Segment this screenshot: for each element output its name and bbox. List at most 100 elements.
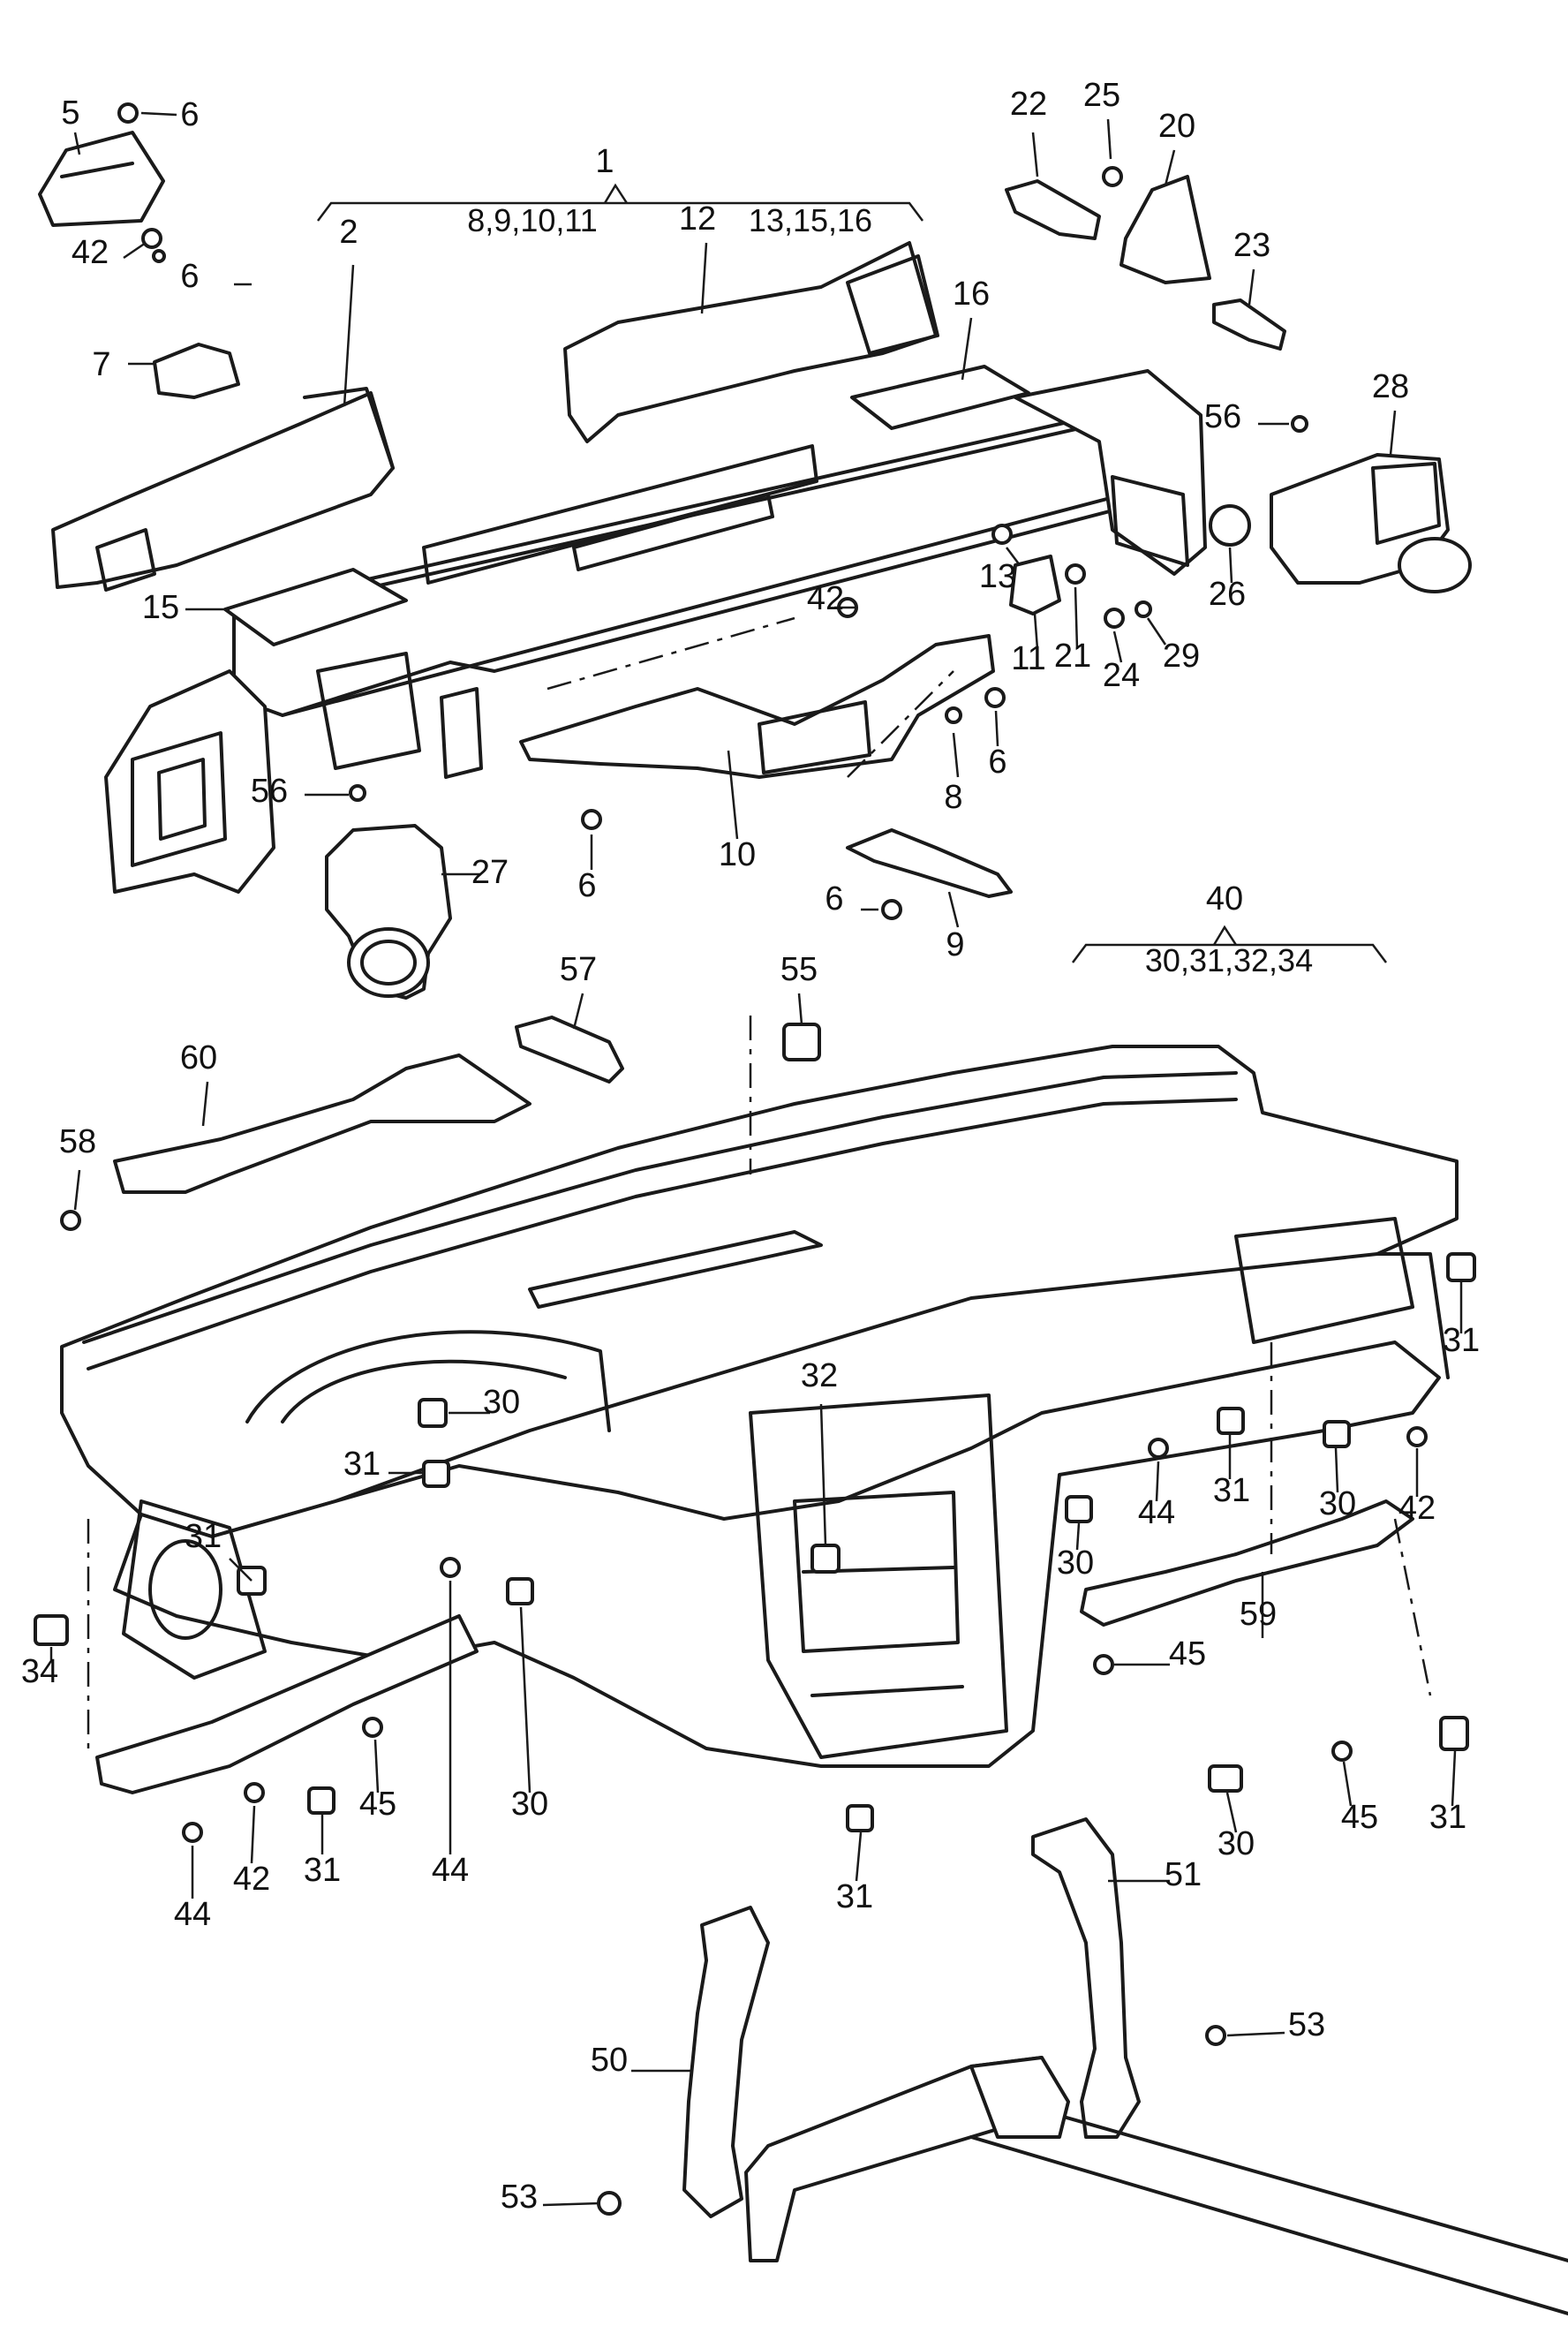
bracket-group-label: 13,15,16 bbox=[749, 202, 872, 238]
leader-line-30 bbox=[1075, 1522, 1081, 1551]
group-brackets bbox=[317, 183, 1387, 963]
callout-31: 31 bbox=[1443, 1322, 1480, 1359]
bracket-group-labels: 8,9,10,11 13,15,16 30,31,32,34 bbox=[467, 202, 1313, 978]
leader-line-45 bbox=[1342, 1761, 1353, 1807]
leader-line-30 bbox=[1225, 1792, 1238, 1833]
leader-line-32 bbox=[819, 1403, 827, 1546]
callout-20: 20 bbox=[1158, 108, 1195, 145]
callout-9: 9 bbox=[946, 926, 964, 963]
leader-line-11 bbox=[1033, 613, 1039, 650]
leader-line-30 bbox=[519, 1606, 531, 1794]
callout-5: 5 bbox=[61, 94, 79, 132]
alignment-lines bbox=[87, 616, 1432, 1757]
callout-32: 32 bbox=[801, 1357, 838, 1394]
callout-leader-lines bbox=[49, 111, 1463, 2207]
callout-31: 31 bbox=[185, 1518, 222, 1555]
callout-10: 10 bbox=[719, 836, 756, 873]
leader-line-53 bbox=[542, 2201, 601, 2207]
callout-55: 55 bbox=[780, 951, 818, 988]
leader-line-8 bbox=[952, 732, 960, 778]
leader-line-58 bbox=[73, 1169, 81, 1211]
leader-line-53 bbox=[1226, 2031, 1285, 2037]
callout-42: 42 bbox=[233, 1861, 270, 1898]
leader-line-42 bbox=[250, 1805, 256, 1864]
leader-line-23 bbox=[1248, 268, 1255, 306]
leader-line-44 bbox=[1155, 1461, 1160, 1502]
leader-line-2 bbox=[343, 264, 355, 407]
callout-28: 28 bbox=[1372, 368, 1409, 405]
callout-57: 57 bbox=[560, 951, 597, 988]
leader-line-21 bbox=[1074, 586, 1079, 650]
callout-30: 30 bbox=[483, 1384, 520, 1421]
leader-line-57 bbox=[572, 993, 584, 1030]
callout-45: 45 bbox=[359, 1786, 396, 1823]
callout-40: 40 bbox=[1206, 880, 1243, 918]
callout-31: 31 bbox=[1429, 1799, 1466, 1836]
callout-6: 6 bbox=[180, 96, 199, 133]
callout-11: 11 bbox=[1011, 640, 1045, 677]
callout-7: 7 bbox=[92, 346, 110, 383]
callout-27: 27 bbox=[471, 854, 509, 891]
callout-24: 24 bbox=[1103, 657, 1140, 694]
fasteners-upper bbox=[117, 102, 1308, 920]
dashboard-panel bbox=[60, 1045, 1459, 1794]
callout-42: 42 bbox=[807, 580, 844, 617]
leader-line-30 bbox=[1334, 1447, 1339, 1493]
callout-26: 26 bbox=[1209, 576, 1246, 613]
cross-member-assembly bbox=[38, 131, 1472, 1000]
callout-60: 60 bbox=[180, 1039, 217, 1076]
leader-line-25 bbox=[1106, 118, 1112, 160]
callout-29: 29 bbox=[1163, 638, 1200, 675]
leader-line-26 bbox=[1228, 547, 1233, 584]
callout-25: 25 bbox=[1083, 77, 1120, 114]
leader-line-29 bbox=[1146, 617, 1167, 646]
leader-line-45 bbox=[373, 1739, 380, 1794]
callout-44: 44 bbox=[432, 1852, 469, 1889]
callout-56: 56 bbox=[1204, 398, 1241, 435]
leader-line-22 bbox=[1031, 132, 1039, 177]
leader-line-13 bbox=[1006, 547, 1021, 566]
leader-line-28 bbox=[1389, 410, 1397, 456]
leader-line-31 bbox=[855, 1831, 863, 1882]
callout-53: 53 bbox=[501, 2179, 538, 2216]
callout-6: 6 bbox=[988, 744, 1006, 781]
callout-50: 50 bbox=[591, 2042, 628, 2079]
callout-30: 30 bbox=[511, 1786, 548, 1823]
leader-line-31 bbox=[229, 1558, 253, 1582]
callout-21: 21 bbox=[1054, 638, 1091, 675]
callout-51: 51 bbox=[1165, 1856, 1202, 1893]
leader-line-10 bbox=[727, 750, 739, 840]
bracket-group-label: 30,31,32,34 bbox=[1145, 942, 1313, 978]
callout-30: 30 bbox=[1217, 1825, 1255, 1862]
callout-42: 42 bbox=[72, 234, 109, 271]
leader-line-55 bbox=[797, 993, 803, 1025]
callout-31: 31 bbox=[836, 1878, 873, 1915]
callout-6: 6 bbox=[825, 880, 843, 918]
leader-line-16 bbox=[961, 317, 973, 381]
callout-23: 23 bbox=[1233, 227, 1270, 264]
leader-line-9 bbox=[947, 891, 960, 928]
leader-line-6 bbox=[994, 710, 999, 747]
callout-56: 56 bbox=[251, 773, 288, 810]
leader-line-5 bbox=[73, 132, 81, 155]
callout-42: 42 bbox=[1398, 1490, 1436, 1527]
bracket-group-label: 8,9,10,11 bbox=[467, 202, 597, 238]
callout-31: 31 bbox=[343, 1446, 381, 1483]
callout-22: 22 bbox=[1010, 86, 1047, 123]
callout-1: 1 bbox=[595, 143, 614, 180]
leader-line-20 bbox=[1164, 149, 1176, 186]
leader-line-24 bbox=[1112, 631, 1123, 663]
callout-44: 44 bbox=[174, 1896, 211, 1933]
callout-8: 8 bbox=[944, 779, 962, 816]
callout-58: 58 bbox=[59, 1123, 96, 1160]
callout-12: 12 bbox=[679, 200, 716, 238]
callout-44: 44 bbox=[1138, 1494, 1175, 1531]
callout-6: 6 bbox=[577, 867, 596, 904]
leader-line-42 bbox=[123, 241, 147, 260]
callout-13: 13 bbox=[979, 558, 1016, 595]
leader-line-31 bbox=[1451, 1750, 1457, 1807]
callout-45: 45 bbox=[1169, 1635, 1206, 1673]
callout-45: 45 bbox=[1341, 1799, 1378, 1836]
